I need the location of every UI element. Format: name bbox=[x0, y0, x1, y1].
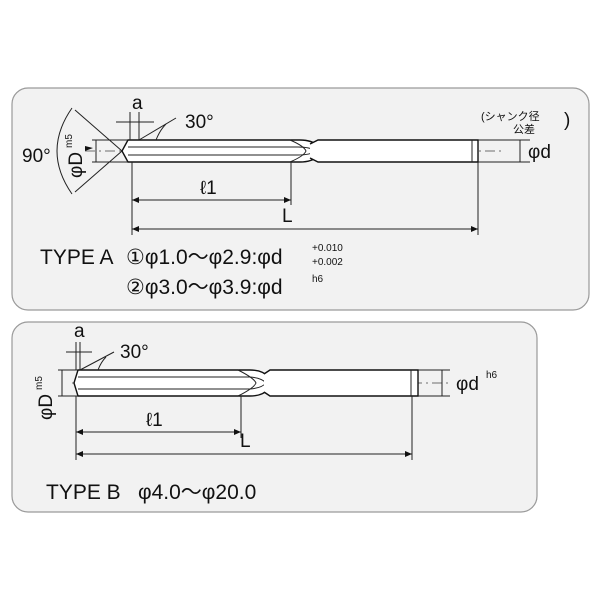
type-b-dia-d: φd bbox=[456, 374, 479, 395]
type-a-l1-arrow-right bbox=[284, 197, 291, 203]
type-b-label-a: a bbox=[74, 321, 85, 342]
type-a-range-1-tol-lower: +0.002 bbox=[312, 257, 343, 268]
type-a-shank bbox=[309, 139, 479, 163]
type-a-90-arc bbox=[56, 107, 73, 195]
type-b-flute-end bbox=[237, 369, 257, 397]
type-b-l1-arrow-left bbox=[76, 429, 83, 435]
type-a-len-L: L bbox=[282, 206, 293, 227]
type-a-cone-line-lower bbox=[74, 150, 123, 193]
type-a-L-arrow-left bbox=[132, 226, 139, 232]
type-a-title: TYPE A bbox=[40, 246, 114, 269]
type-a-90-arrow bbox=[85, 146, 93, 151]
type-a-angle-30: 30° bbox=[185, 112, 214, 133]
type-a-flute-end bbox=[289, 139, 307, 163]
type-a-L-arrow-right bbox=[471, 226, 478, 232]
type-a-dia-D: φD bbox=[66, 152, 87, 178]
type-a-30-arc bbox=[155, 123, 167, 141]
type-a-cutting-body bbox=[121, 139, 324, 163]
type-b-angle-30: 30° bbox=[120, 342, 149, 363]
type-b-cutting-body bbox=[73, 369, 271, 397]
type-a-l1-arrow-left bbox=[132, 197, 139, 203]
type-a-30-line bbox=[138, 117, 177, 141]
type-b-dia-D-group: φD m5 bbox=[34, 376, 57, 420]
type-a-range-1-tol-upper: +0.010 bbox=[312, 243, 343, 254]
type-b-l1-arrow-right bbox=[234, 429, 241, 435]
type-a-shank-note-close: ) bbox=[564, 110, 570, 131]
type-a-dia-d: φd bbox=[528, 142, 551, 163]
type-b-range: φ4.0〜φ20.0 bbox=[138, 481, 256, 504]
type-a-range-1: ①φ1.0〜φ2.9:φd bbox=[126, 246, 283, 269]
type-a-range-2-tol: h6 bbox=[312, 274, 324, 285]
type-a-shank-note-2: 公差 bbox=[513, 122, 535, 136]
type-a-shank-note-1: (シャンク径 bbox=[481, 110, 540, 123]
type-a-dia-D-tol: m5 bbox=[64, 134, 75, 148]
type-b-title: TYPE B bbox=[46, 481, 121, 504]
type-b-dia-D-tol: m5 bbox=[34, 376, 45, 390]
type-a-dia-D-group: φD m5 bbox=[64, 134, 87, 178]
type-b-shank bbox=[263, 369, 419, 397]
type-a-cone-line-upper bbox=[74, 109, 123, 152]
type-b-L-arrow-left bbox=[76, 451, 83, 457]
type-b-dia-d-tol: h6 bbox=[486, 370, 498, 381]
type-a-panel: 90° φD m5 a 30° (シャンク径 公差 ) φd bbox=[11, 87, 590, 311]
type-a-range-2: ②φ3.0〜φ3.9:φd bbox=[126, 276, 283, 299]
type-b-len-L: L bbox=[240, 431, 251, 452]
type-b-30-arc bbox=[97, 356, 107, 371]
type-b-dia-D: φD bbox=[36, 394, 57, 420]
type-b-panel: φD m5 a 30° φd h6 ℓ1 L TY bbox=[11, 321, 538, 513]
type-b-L-arrow-right bbox=[405, 451, 412, 457]
type-b-30-line bbox=[79, 351, 115, 371]
type-a-len-l1: ℓ1 bbox=[200, 178, 217, 199]
type-a-label-a: a bbox=[132, 93, 143, 114]
type-a-angle-90: 90° bbox=[22, 146, 51, 167]
type-b-len-l1: ℓ1 bbox=[146, 410, 163, 431]
